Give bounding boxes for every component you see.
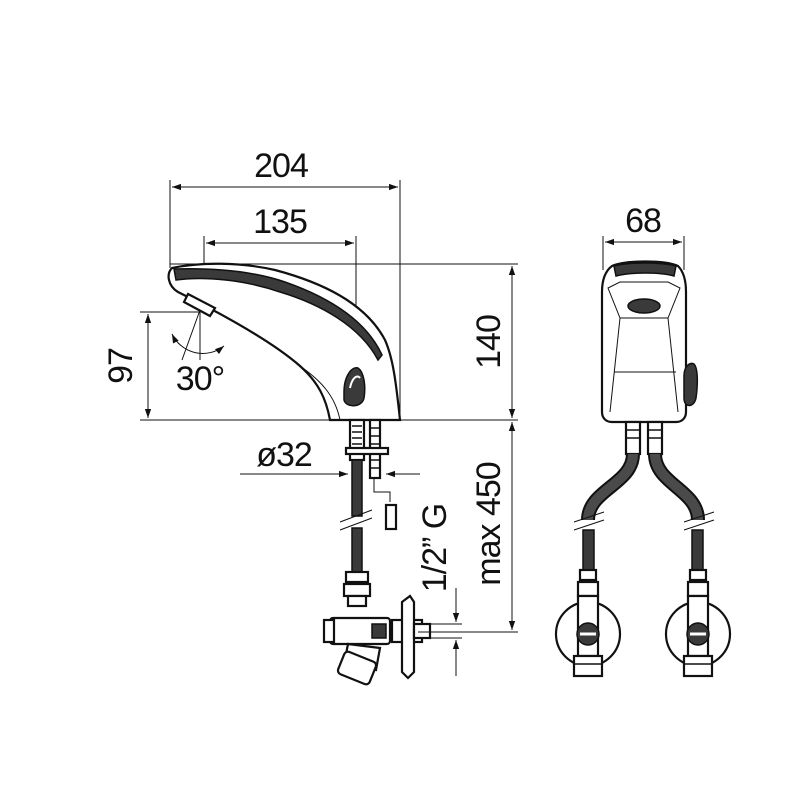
front-valve-left bbox=[554, 568, 622, 678]
angle-30: 30° bbox=[171, 309, 225, 398]
faucet-body-front bbox=[600, 260, 699, 424]
dimension-140: 140 bbox=[470, 266, 516, 418]
dimension-68: 68 bbox=[602, 202, 685, 270]
dimension-label-97: 97 bbox=[102, 348, 140, 384]
faucet-body-side bbox=[167, 262, 402, 422]
dimension-label-204: 204 bbox=[254, 147, 308, 185]
mounting-shank bbox=[344, 418, 398, 531]
dimension-max-450: max 450 bbox=[418, 422, 518, 633]
dimension-label-thread: 1/2” G bbox=[416, 504, 454, 592]
dimension-label-30: 30° bbox=[176, 360, 224, 398]
front-valve-right bbox=[664, 568, 732, 678]
dimension-135: 135 bbox=[203, 203, 357, 420]
dimension-label-ø32: ø32 bbox=[256, 436, 312, 474]
front-view: 68 bbox=[554, 202, 732, 678]
dimension-label-135: 135 bbox=[253, 203, 307, 241]
dimension-label-68: 68 bbox=[625, 202, 661, 240]
dimension-label-max-450: max 450 bbox=[470, 462, 508, 585]
dimension-ø32: ø32 bbox=[240, 436, 420, 478]
dimension-204: 204 bbox=[169, 147, 401, 420]
side-view: 204 135 97 bbox=[102, 147, 518, 686]
angle-valve-side bbox=[322, 594, 432, 686]
front-shanks bbox=[624, 420, 664, 456]
front-hoses bbox=[573, 453, 715, 571]
dimension-thread: 1/2” G bbox=[416, 504, 462, 676]
dimension-97: 97 bbox=[102, 311, 200, 418]
dimension-label-140: 140 bbox=[470, 315, 508, 369]
supply-hose-side bbox=[339, 459, 373, 608]
